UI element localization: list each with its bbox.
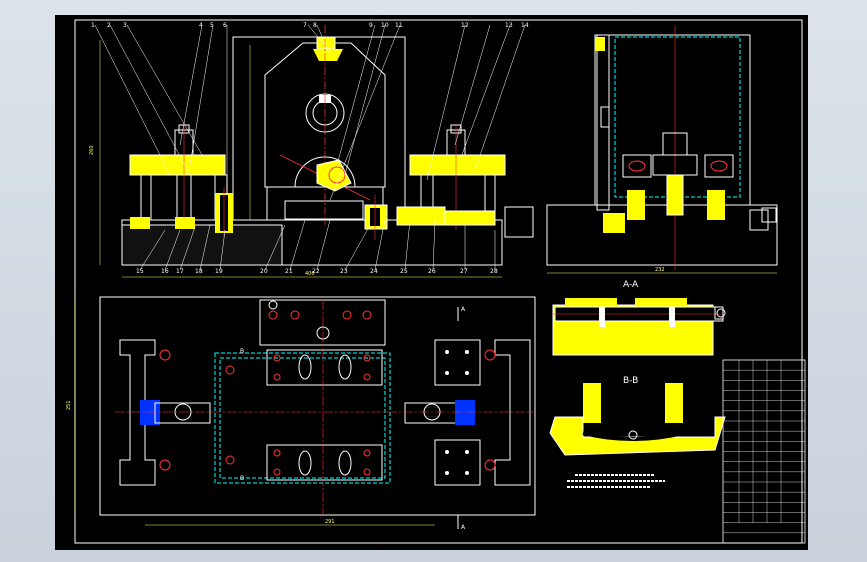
svg-text:15: 15 — [136, 268, 144, 275]
plan-height-dim: 251 — [66, 400, 72, 410]
assembly-drawing: 260 400 — [66, 19, 806, 544]
plan-width-dim: 291 — [325, 519, 335, 525]
title-block — [722, 359, 806, 544]
svg-text:28: 28 — [490, 268, 498, 275]
top-balloons: 1 2 3 4 5 6 7 8 9 10 11 12 13 14 — [91, 22, 529, 29]
drawing-frame — [74, 19, 803, 544]
svg-text:23: 23 — [340, 268, 348, 275]
front-height-dim: 260 — [89, 145, 95, 155]
svg-text:16: 16 — [161, 268, 169, 275]
cut-mark-b-bottom: B — [240, 475, 244, 482]
svg-text:1: 1 — [91, 22, 95, 29]
svg-text:2: 2 — [107, 22, 111, 29]
svg-text:17: 17 — [176, 268, 184, 275]
cad-viewport[interactable]: 260 400 — [55, 15, 808, 550]
bottom-balloons: 15 16 17 18 19 20 21 22 23 24 25 26 27 2… — [136, 268, 498, 275]
svg-text:25: 25 — [400, 268, 408, 275]
plan-view: A A B B 291 251 — [66, 296, 536, 531]
svg-text:5: 5 — [210, 22, 214, 29]
svg-text:19: 19 — [215, 268, 223, 275]
front-width-dim: 400 — [305, 271, 315, 277]
svg-text:7: 7 — [303, 22, 307, 29]
svg-text:3: 3 — [123, 22, 127, 29]
svg-text:4: 4 — [199, 22, 203, 29]
svg-text:11: 11 — [395, 22, 403, 29]
svg-text:20: 20 — [260, 268, 268, 275]
cut-mark-a-bottom: A — [461, 524, 466, 531]
svg-text:10: 10 — [381, 22, 389, 29]
svg-text:9: 9 — [369, 22, 373, 29]
side-view: 232 A-A — [546, 25, 778, 290]
svg-text:24: 24 — [370, 268, 378, 275]
svg-text:22: 22 — [312, 268, 320, 275]
svg-text:26: 26 — [428, 268, 436, 275]
section-aa-title: A-A — [623, 280, 639, 290]
svg-text:14: 14 — [521, 22, 529, 29]
technical-notes — [567, 474, 665, 488]
section-aa — [552, 298, 726, 356]
svg-text:13: 13 — [505, 22, 513, 29]
svg-text:12: 12 — [461, 22, 469, 29]
svg-text:8: 8 — [313, 22, 317, 29]
section-bb: B-B — [549, 376, 726, 456]
cut-mark-a-top: A — [461, 306, 466, 313]
svg-text:21: 21 — [285, 268, 293, 275]
svg-text:6: 6 — [223, 22, 227, 29]
section-bb-title: B-B — [623, 376, 638, 386]
front-view: 260 400 — [89, 24, 534, 278]
svg-text:18: 18 — [195, 268, 203, 275]
side-width-dim: 232 — [655, 267, 665, 273]
svg-text:27: 27 — [460, 268, 468, 275]
cut-mark-b-top: B — [240, 348, 244, 355]
